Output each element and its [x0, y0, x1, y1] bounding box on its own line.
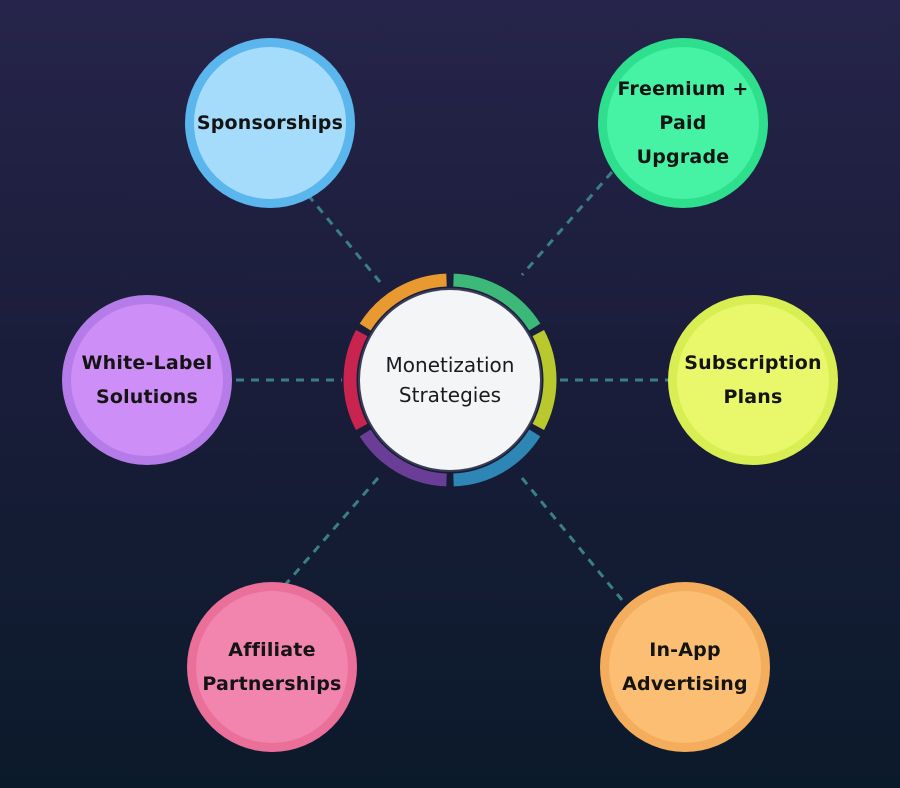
node-sponsorships-inner: Sponsorships — [194, 47, 346, 199]
ring-segment-4 — [359, 429, 447, 487]
connector-freemium — [520, 171, 614, 276]
node-affiliate-inner: Affiliate Partnerships — [196, 591, 348, 743]
node-subscription-label: Subscription Plans — [684, 352, 822, 408]
node-freemium: Freemium + Paid Upgrade — [598, 38, 768, 208]
center-label: Monetization Strategies — [385, 353, 515, 407]
ring-segment-5 — [343, 330, 368, 430]
node-affiliate-label: Affiliate Partnerships — [202, 639, 342, 695]
node-sponsorships: Sponsorships — [185, 38, 355, 208]
center-ring — [343, 273, 557, 487]
center-node: Monetization Strategies — [360, 290, 540, 470]
node-freemium-label: Freemium + Paid Upgrade — [617, 78, 749, 168]
node-in-app-label: In-App Advertising — [622, 639, 748, 695]
node-in-app: In-App Advertising — [600, 582, 770, 752]
node-white-label-inner: White-Label Solutions — [71, 304, 223, 456]
node-in-app-inner: In-App Advertising — [609, 591, 761, 743]
ring-segment-2 — [532, 330, 557, 430]
connector-affiliate — [283, 477, 380, 586]
node-sponsorships-label: Sponsorships — [196, 112, 344, 134]
connector-in-app — [520, 477, 624, 601]
node-white-label: White-Label Solutions — [62, 295, 232, 465]
ring-segment-3 — [453, 429, 541, 487]
connector-sponsorships — [306, 194, 382, 283]
node-freemium-inner: Freemium + Paid Upgrade — [607, 47, 759, 199]
node-subscription: Subscription Plans — [668, 295, 838, 465]
ring-segment-6 — [359, 273, 447, 331]
node-subscription-inner: Subscription Plans — [677, 304, 829, 456]
node-white-label-label: White-Label Solutions — [81, 352, 213, 408]
ring-segment-1 — [453, 273, 541, 331]
node-affiliate: Affiliate Partnerships — [187, 582, 357, 752]
